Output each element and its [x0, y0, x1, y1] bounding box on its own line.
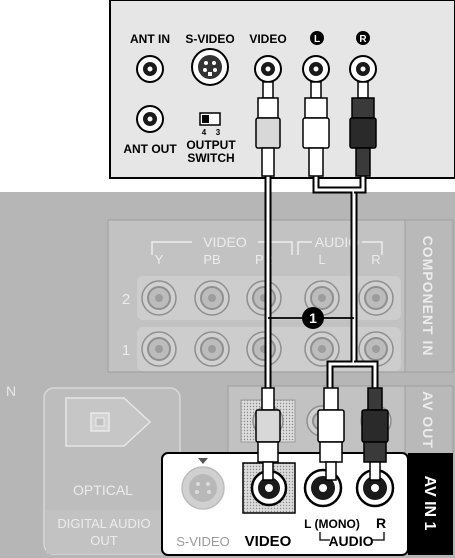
row-label-2: 2 — [122, 291, 130, 308]
vcr-svideo-jack — [191, 48, 229, 86]
component-video-group-label: VIDEO — [203, 234, 247, 250]
vcr-video-jack — [254, 55, 282, 83]
row-label-1: 1 — [122, 342, 130, 359]
column-label-pb: PB — [203, 252, 220, 267]
av-in-audio-r-label: R — [376, 515, 386, 531]
output-switch-icon — [199, 112, 221, 126]
callout-1: 1 — [268, 307, 354, 329]
av-in-svideo-jack — [181, 466, 225, 510]
av-in-audio-label: AUDIO — [328, 533, 373, 549]
vcr-audio-l-badge-icon: L — [310, 31, 324, 45]
vcr-rear-panel: ANT IN S-VIDEO VIDEO L R — [109, 0, 455, 179]
component-jacks-row-1 — [141, 331, 394, 367]
tv-rear-panel: N VIDEO AUDIO Y PB PR L R 2 1 — [0, 192, 455, 558]
output-switch-label-line1: OUTPUT — [186, 138, 236, 152]
digital-audio-label-line1: DIGITAL AUDIO — [57, 516, 150, 531]
vcr-audio-r-jack — [349, 55, 377, 83]
vcr-svideo-label: S-VIDEO — [185, 32, 234, 46]
column-label-l: L — [318, 252, 325, 267]
av-in-svideo-label: S-VIDEO — [176, 534, 229, 549]
optical-label: OPTICAL — [73, 482, 133, 498]
vcr-ant-in-jack — [136, 55, 164, 83]
av-in-1-side-box — [408, 453, 453, 555]
av-in-audio-r-jack — [355, 468, 395, 508]
vcr-audio-r-badge-icon: R — [356, 31, 370, 45]
vcr-audio-r-label: R — [359, 34, 367, 45]
svideo-marker-icon — [198, 458, 208, 464]
component-jacks-row-2 — [141, 280, 394, 316]
digital-audio-label-line2: OUT — [90, 533, 118, 548]
av-out-side-box — [404, 385, 454, 455]
ant-in-label: ANT IN — [130, 32, 170, 46]
component-in-side-label: COMPONENT IN — [420, 236, 436, 357]
vcr-audio-l-jack — [302, 55, 330, 83]
panel-edge-letter: N — [6, 383, 16, 399]
vcr-audio-l-plug — [302, 81, 330, 177]
vcr-audio-l-label: L — [314, 34, 320, 45]
av-in-audio-l-mono-label: L (MONO) — [304, 517, 360, 531]
vcr-video-plug — [255, 81, 281, 177]
av-cables — [264, 176, 379, 390]
component-in-side-box — [404, 219, 454, 373]
tv-video-plug — [255, 387, 281, 481]
output-switch-label-line2: SWITCH — [187, 151, 234, 165]
digital-audio-label-box — [46, 510, 166, 554]
vcr-video-label: VIDEO — [249, 32, 286, 46]
av-out-side-label: AV OUT — [420, 391, 436, 449]
tv-audio-r-plug — [361, 387, 389, 481]
column-label-y: Y — [155, 252, 164, 267]
vcr-audio-r-plug — [349, 81, 377, 177]
switch-pos-4: 4 — [202, 128, 207, 137]
ant-out-label: ANT OUT — [123, 142, 177, 156]
tv-audio-l-plug — [317, 387, 345, 481]
av-in-video-label: VIDEO — [245, 533, 292, 550]
av-in-1-side-label: AV IN 1 — [421, 476, 438, 531]
component-audio-group-label: AUDIO — [315, 234, 359, 250]
column-label-r: R — [371, 252, 380, 267]
switch-pos-3: 3 — [216, 128, 221, 137]
vcr-ant-out-jack — [136, 105, 164, 133]
callout-number: 1 — [309, 310, 317, 326]
audio-bracket — [319, 532, 385, 541]
